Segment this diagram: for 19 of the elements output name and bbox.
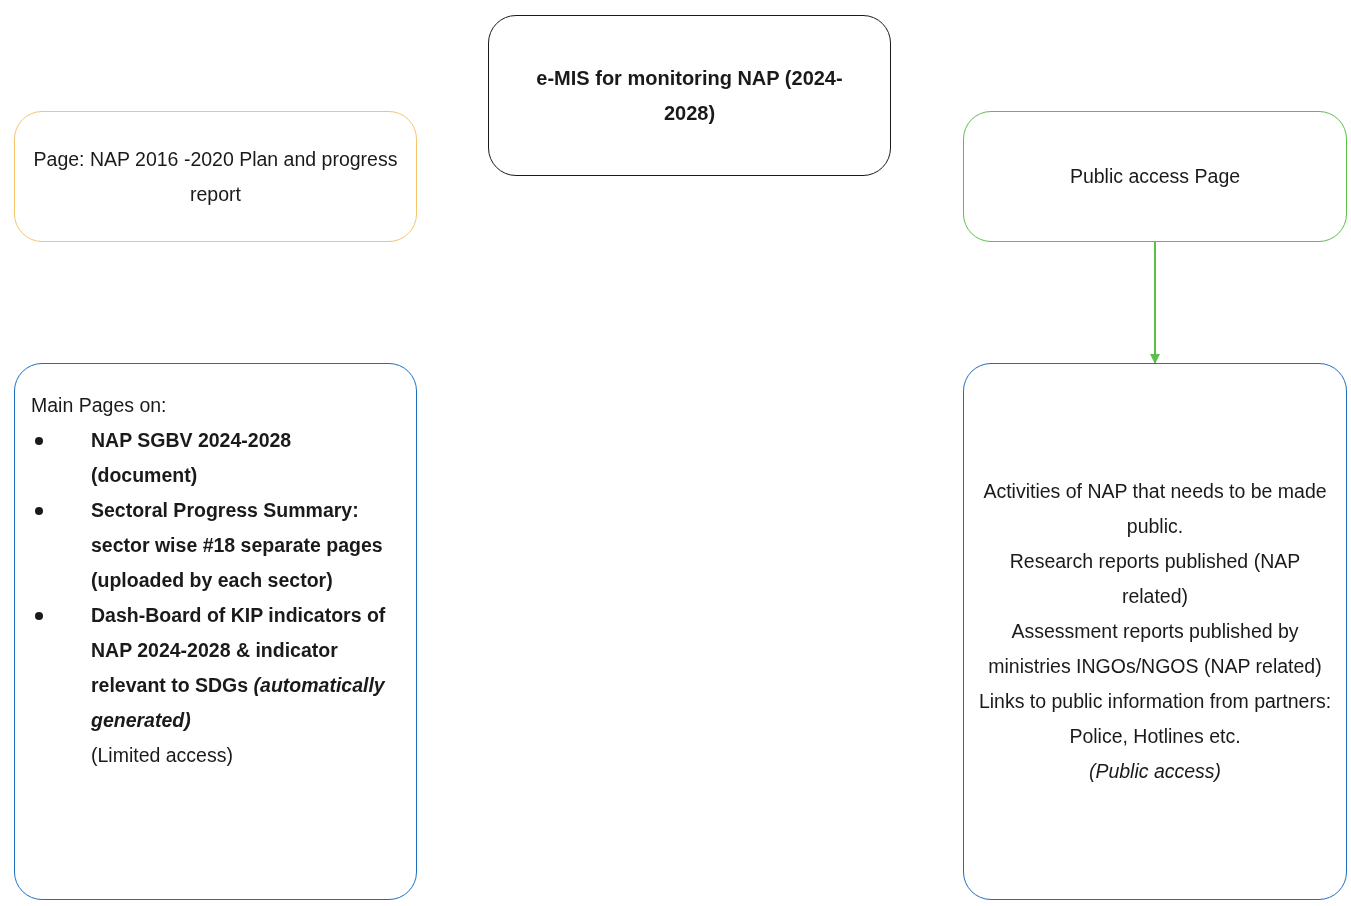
node-text: Links to public information from partners: Police, Hotlines etc. [978, 689, 1332, 749]
node-text: Assessment reports published by ministries INGOs/NGOS (NAP related) [987, 619, 1323, 679]
list-heading: Main Pages on: [31, 393, 168, 418]
node-text: Activities of NAP that needs to be made public. [982, 479, 1328, 539]
rounded-box [963, 111, 1347, 242]
rounded-box [963, 363, 1347, 900]
title-text: e-MIS for monitoring NAP (2024-2028) [535, 65, 844, 126]
arrow [1150, 241, 1160, 364]
node-text: Public access Page [1069, 164, 1241, 189]
rounded-box [14, 111, 417, 242]
list-item: Dash-Board of KIP indicators of NAP 2024-2028 & indicator relevant to SDGs (automatically generated) [91, 603, 387, 733]
rounded-box [14, 363, 417, 900]
node-text: Research reports published (NAP related) [1008, 549, 1302, 609]
node-text: (Public access) [1088, 759, 1222, 784]
rounded-box [488, 15, 891, 176]
list-item: NAP SGBV 2024-2028 (document) [91, 428, 293, 488]
access-note: (Limited access) [90, 743, 234, 768]
node-text: Page: NAP 2016 -2020 Plan and progress report [32, 146, 399, 207]
list-item: Sectoral Progress Summary: sector wise #18 separate pages (uploaded by each sector) [91, 498, 384, 593]
